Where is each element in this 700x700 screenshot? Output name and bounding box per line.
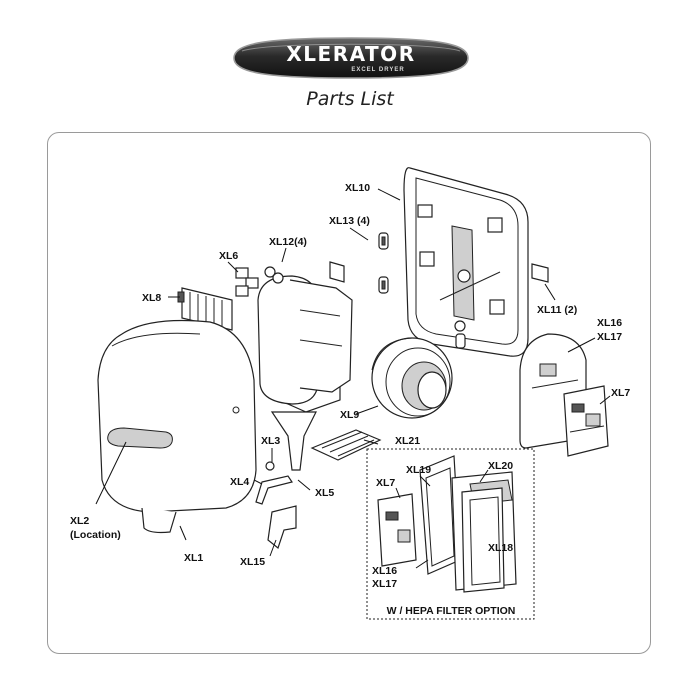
brand-tagline: EXCEL DRYER (351, 67, 404, 73)
label-xl19: XL19 (406, 464, 431, 476)
label-xl17-hepa: XL17 (372, 578, 397, 590)
intake-filter (177, 287, 233, 331)
diagram-frame (47, 132, 651, 654)
page-subtitle: Parts List (306, 88, 394, 110)
mount-bracket-left (329, 261, 345, 283)
label-xl2: XL2 (70, 515, 89, 527)
label-xl6: XL6 (219, 250, 238, 262)
label-xl8: XL8 (142, 292, 161, 304)
label-xl18: XL18 (488, 542, 513, 554)
label-xl16-hepa: XL16 (372, 565, 397, 577)
xlerator-logo: XLERATOR EXCEL DRYER (233, 37, 469, 79)
label-xl7-top: XL7 (611, 387, 630, 399)
label-xl3: XL3 (261, 435, 280, 447)
label-xl1: XL1 (184, 552, 203, 564)
label-xl15: XL15 (240, 556, 265, 568)
hepa-caption: W / HEPA FILTER OPTION (387, 605, 516, 617)
label-xl21: XL21 (395, 435, 420, 447)
label-xl5: XL5 (315, 487, 334, 499)
label-xl7-hepa: XL7 (376, 477, 395, 489)
label-xl13: XL13 (4) (329, 215, 370, 227)
label-xl2-location: (Location) (70, 529, 121, 541)
spacers (264, 266, 284, 284)
label-xl9: XL9 (340, 409, 359, 421)
label-xl11: XL11 (2) (537, 304, 577, 316)
hex-wrench (255, 475, 293, 505)
motor-ring (371, 337, 453, 419)
control-board (563, 385, 609, 457)
back-plate (403, 167, 529, 357)
sensor-bracket (267, 505, 297, 550)
label-xl10: XL10 (345, 182, 370, 194)
label-xl4: XL4 (230, 476, 249, 488)
dryer-cover (97, 319, 257, 534)
label-xl12: XL12(4) (269, 236, 307, 248)
rubber-mounts (235, 267, 259, 297)
clip-set (378, 232, 466, 349)
nozzle (270, 411, 317, 471)
label-xl16-top: XL16 (597, 317, 622, 329)
label-xl20: XL20 (488, 460, 513, 472)
mount-bracket-right (531, 263, 549, 283)
motor-housing (257, 275, 353, 413)
set-screw (265, 461, 275, 471)
brand-name: XLERATOR (286, 42, 415, 66)
vent-grille (310, 429, 382, 461)
hepa-option-box: W / HEPA FILTER OPTION (366, 448, 535, 620)
leader-lines (95, 188, 611, 569)
label-xl17-top: XL17 (597, 331, 622, 343)
